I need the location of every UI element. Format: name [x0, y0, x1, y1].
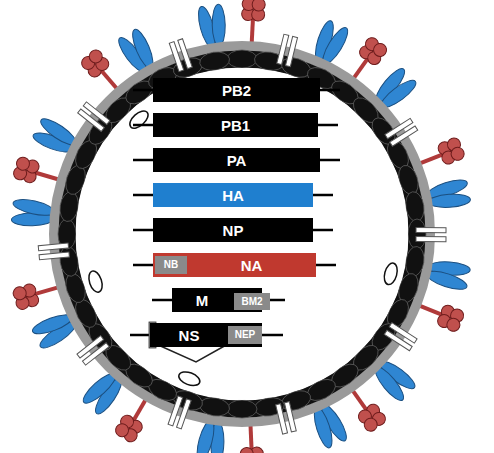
na-head [445, 316, 462, 333]
gene-segment: PB2 [153, 78, 320, 102]
na-head [449, 145, 466, 162]
gene-segment: M BM2 [172, 288, 262, 312]
channel-protein [277, 34, 298, 66]
bead-shape [408, 219, 426, 249]
matrix-beads [58, 50, 426, 418]
ha-lobe [12, 196, 56, 218]
matrix-bead [227, 400, 257, 418]
protein-box: NB [155, 256, 187, 274]
segment-label: NA [241, 258, 263, 273]
protein-label: NB [164, 260, 178, 270]
ellipse-shape [127, 108, 151, 132]
channel-protein [38, 243, 69, 260]
channel-bar [384, 330, 412, 350]
channel-bar [416, 237, 446, 242]
protein-label: NEP [235, 330, 256, 340]
ha-lobe [428, 193, 471, 209]
channel-bar [276, 404, 288, 434]
channel-protein [384, 323, 417, 351]
na-head [87, 47, 105, 65]
protein-box: NEP [228, 326, 262, 344]
channel-bar [390, 126, 418, 146]
channel-protein [169, 39, 192, 72]
segment-label: HA [222, 188, 244, 203]
matrix-layer [67, 59, 417, 409]
gene-segment: HA [153, 183, 313, 207]
bead-shape [227, 400, 257, 418]
inner-ellipse [127, 108, 151, 132]
channel-bar [83, 102, 110, 125]
na-head [113, 421, 131, 439]
inner-ellipse [177, 369, 202, 388]
channel-bar [39, 252, 69, 260]
matrix-bead [408, 219, 426, 249]
envelope-outer [54, 46, 430, 422]
bead-shape [227, 50, 257, 68]
surface-spikes [10, 0, 472, 453]
segment-label: NS [179, 328, 200, 343]
channel-bar [178, 39, 192, 69]
gene-segment: NP [153, 218, 313, 242]
channel-bar [38, 243, 68, 251]
na-head [362, 416, 380, 434]
channel-bar [77, 336, 104, 358]
channel-bar [416, 228, 446, 233]
na-head [12, 285, 28, 301]
ellipse-shape [86, 269, 104, 294]
na-head [240, 447, 254, 453]
na-head [371, 41, 389, 59]
segment-label: PA [227, 153, 247, 168]
channel-protein [276, 402, 297, 434]
na-head [15, 156, 31, 172]
matrix-bead [227, 50, 257, 68]
inner-ellipse [382, 262, 399, 286]
segment-label: M [196, 293, 209, 308]
na-head [252, 0, 266, 11]
segment-label: NP [223, 223, 244, 238]
ellipse-shape [177, 369, 202, 388]
channel-protein [385, 118, 418, 146]
segment-lines [130, 90, 340, 335]
ellipse-shape [382, 262, 399, 286]
inner-ellipses [86, 82, 399, 389]
inner-ellipse [86, 269, 104, 294]
segment-label: PB2 [222, 83, 251, 98]
protein-label: BM2 [241, 297, 262, 307]
channel-protein [77, 336, 109, 366]
gene-segment: NA NB [153, 253, 316, 277]
channel-protein [416, 228, 446, 242]
gene-segment: NS NEP [150, 323, 262, 347]
gene-segment: PA [153, 148, 320, 172]
channel-protein [78, 102, 110, 132]
channel-protein [168, 396, 191, 429]
protein-box: BM2 [234, 293, 270, 310]
ion-channels [38, 34, 446, 434]
channel-bar [286, 36, 298, 66]
ha-spike [10, 196, 56, 230]
gene-segment: PB1 [153, 113, 318, 137]
ha-lobe [212, 4, 226, 46]
segment-label: PB1 [221, 118, 250, 133]
ha-lobe [425, 268, 469, 293]
channel-bar [168, 396, 183, 426]
virion-interior [76, 68, 408, 400]
